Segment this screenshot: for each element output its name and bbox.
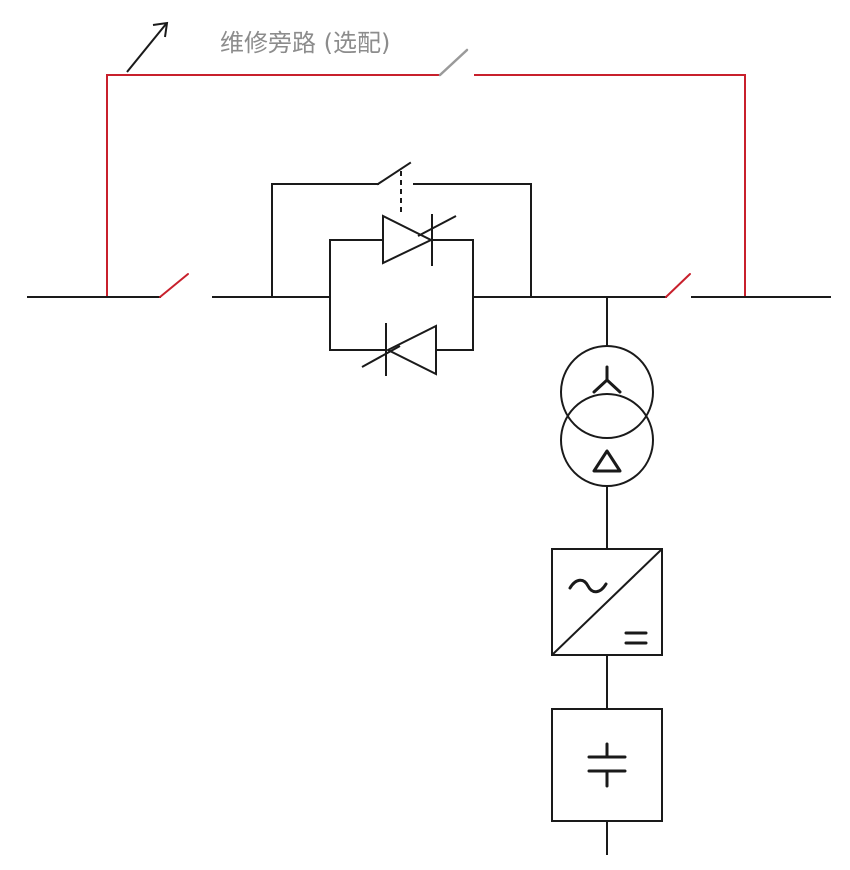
input-switch [159, 273, 189, 298]
wye-winding-icon [592, 365, 622, 394]
arrow-icon [126, 21, 169, 73]
output-switch [665, 273, 691, 298]
thyristor-pair [329, 214, 474, 376]
delta-winding-icon [592, 449, 622, 473]
static-switch-bypass-contactor [271, 161, 532, 298]
thyristor-forward-icon [382, 214, 457, 266]
rectifier-ac-dc-icon [551, 548, 663, 656]
transformer-icon [560, 345, 654, 487]
ac-wave-icon [568, 578, 608, 594]
maintenance-bypass-wire-right [474, 74, 746, 296]
maintenance-bypass-wire [106, 74, 440, 296]
battery-icon [551, 708, 663, 822]
thyristor-reverse-icon [361, 323, 437, 376]
dc-equals-icon [624, 631, 648, 645]
maintenance-bypass-switch [438, 48, 469, 77]
maintenance-bypass-label: 维修旁路 (选配) [220, 29, 390, 57]
